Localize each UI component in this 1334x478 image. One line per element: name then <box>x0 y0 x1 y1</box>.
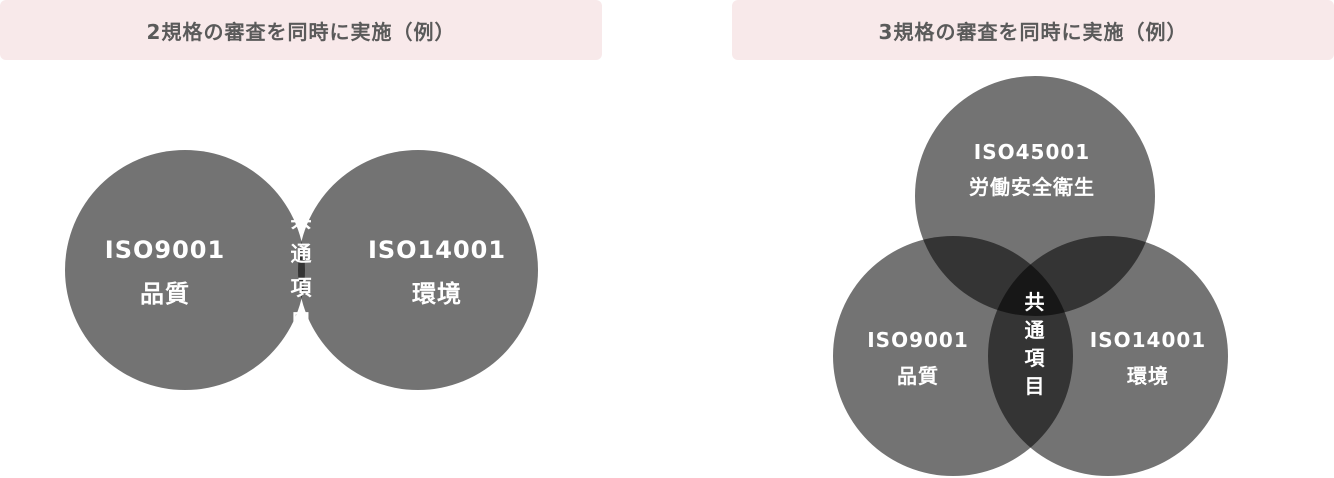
circle-label-iso9001: ISO9001 <box>105 236 225 264</box>
circle-iso14001 <box>988 236 1228 476</box>
circle-sublabel-environment: 環境 <box>1127 364 1169 388</box>
circle-label-iso14001: ISO14001 <box>368 236 506 264</box>
panel-title-three-standards: 3規格の審査を同時に実施（例） <box>732 0 1334 60</box>
circle-iso9001 <box>65 150 305 390</box>
common-char-3: 項 <box>1025 346 1046 370</box>
common-char-1: 共 <box>1025 290 1046 314</box>
circle-label-iso45001: ISO45001 <box>974 140 1090 164</box>
venn-two-standards: ISO9001 品質 ISO14001 環境 共 通 項 目 <box>65 150 538 390</box>
common-char-1: 共 <box>291 208 312 232</box>
common-items-label: 共 通 項 目 <box>291 208 313 334</box>
circle-sublabel-quality: 品質 <box>897 364 939 388</box>
panel-title-text: 2規格の審査を同時に実施（例） <box>146 19 456 44</box>
circle-sublabel-environment: 環境 <box>412 280 462 308</box>
common-char-4: 目 <box>291 310 312 334</box>
common-char-2: 通 <box>291 242 312 266</box>
common-char-4: 目 <box>1025 374 1046 398</box>
common-char-3: 項 <box>291 276 313 300</box>
common-items-label: 共 通 項 目 <box>1025 290 1046 398</box>
circle-label-iso14001: ISO14001 <box>1090 328 1206 352</box>
venn-three-standards: ISO45001 労働安全衛生 ISO9001 品質 ISO14001 環境 共… <box>833 76 1228 476</box>
circle-iso14001 <box>298 150 538 390</box>
circle-sublabel-ohs: 労働安全衛生 <box>969 175 1095 199</box>
panel-title-text: 3規格の審査を同時に実施（例） <box>878 19 1188 44</box>
circle-label-iso9001: ISO9001 <box>867 328 969 352</box>
circle-sublabel-quality: 品質 <box>140 280 190 308</box>
panel-title-two-standards: 2規格の審査を同時に実施（例） <box>0 0 602 60</box>
common-char-2: 通 <box>1025 318 1046 342</box>
